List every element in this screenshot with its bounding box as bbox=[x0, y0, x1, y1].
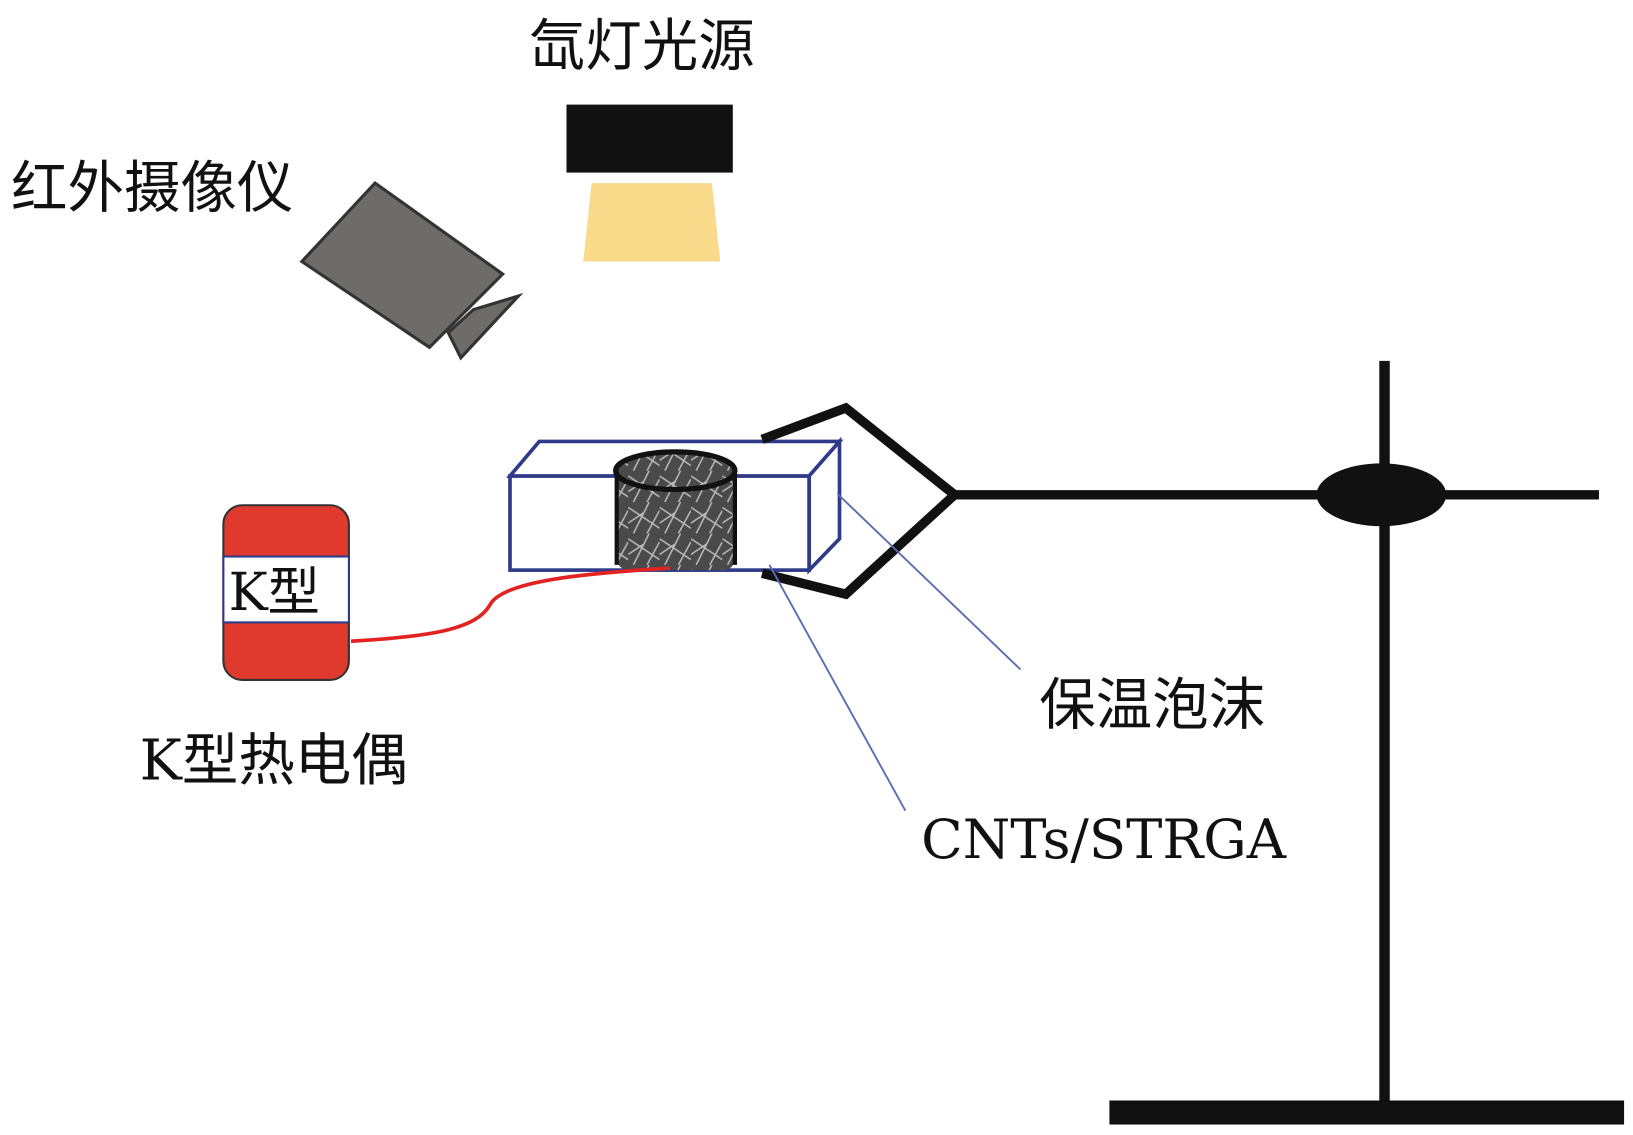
xenon-lamp bbox=[566, 104, 733, 262]
lamp-light-beam bbox=[583, 183, 721, 262]
ir-camera-icon bbox=[299, 180, 524, 361]
sample-label: CNTs/STRGA bbox=[921, 808, 1287, 871]
lamp-body bbox=[566, 104, 733, 173]
light-source-label: 氙灯光源 bbox=[529, 14, 755, 79]
stand-base bbox=[1109, 1100, 1625, 1125]
foam-label: 保温泡沫 bbox=[1039, 673, 1265, 738]
thermocouple-tag: K型 bbox=[229, 562, 320, 623]
foam-leader-line bbox=[836, 493, 1022, 671]
thermocouple-icon: K型 bbox=[222, 504, 350, 681]
thermocouple-wire bbox=[350, 566, 671, 644]
boss-head bbox=[1316, 463, 1447, 527]
thermocouple-label: K型热电偶 bbox=[140, 728, 408, 793]
sample-leader-line bbox=[768, 564, 907, 812]
sample-cylinder bbox=[613, 449, 738, 571]
retort-stand bbox=[760, 360, 1625, 1125]
ir-camera-label: 红外摄像仪 bbox=[11, 156, 293, 221]
